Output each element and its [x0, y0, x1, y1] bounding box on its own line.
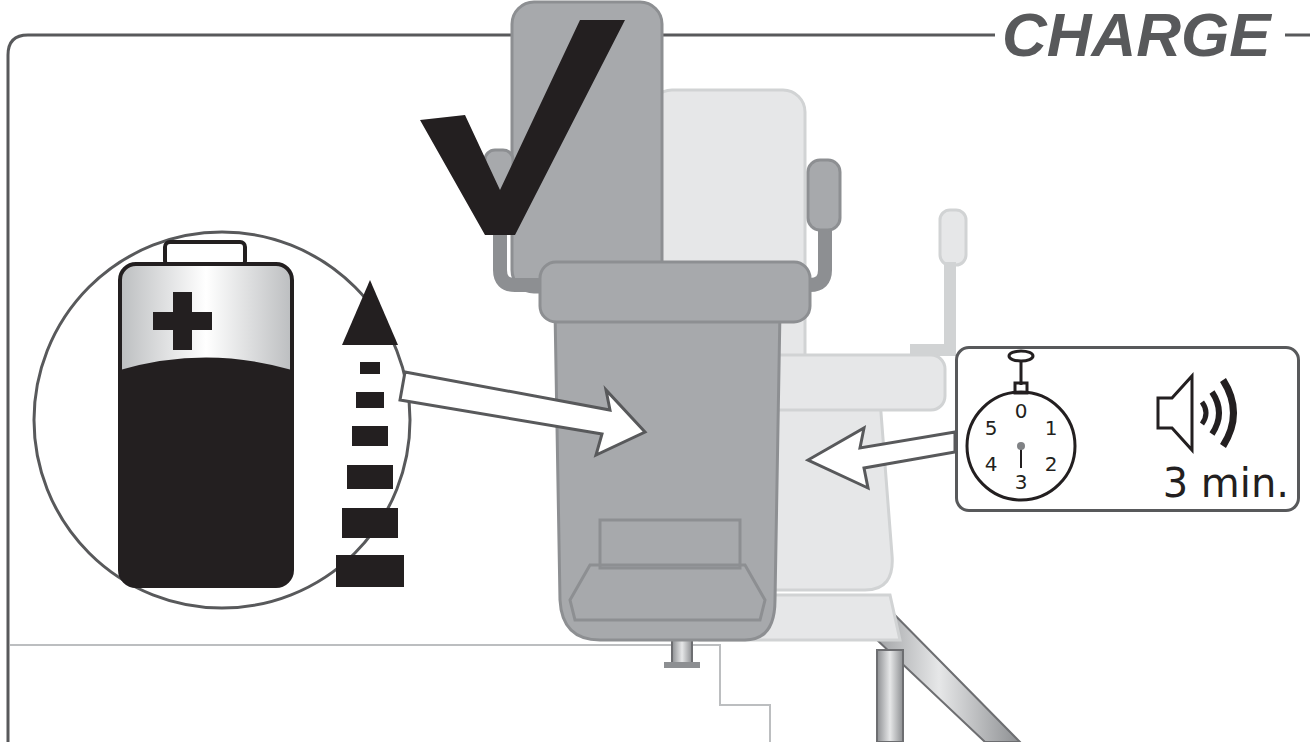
title-heading: CHARGE — [1002, 4, 1271, 66]
stopwatch-icon — [967, 351, 1075, 500]
leader-arrow — [808, 428, 955, 488]
battery-callout — [34, 232, 410, 608]
check-mark — [420, 20, 625, 235]
duration-label: 3 min. — [1163, 461, 1289, 505]
dial-number: 3 — [1015, 472, 1028, 492]
speaker-icon — [1158, 376, 1234, 450]
callout-box: 3 min. — [955, 346, 1300, 512]
stair-steps — [10, 645, 770, 742]
dial-number: 4 — [985, 454, 998, 474]
frame-tab — [1285, 34, 1310, 37]
rail-foot — [664, 662, 700, 668]
dial-number: 1 — [1045, 418, 1058, 438]
stairlift-chair — [485, 2, 840, 640]
leader-arrow — [400, 372, 645, 455]
battery-icon — [120, 242, 292, 586]
rail-post — [877, 650, 903, 742]
charge-up-arrow — [336, 280, 404, 587]
dial-number: 2 — [1045, 454, 1058, 474]
dial-number: 5 — [985, 418, 998, 438]
dial-number: 0 — [1015, 401, 1028, 421]
frame-outline — [8, 35, 995, 742]
